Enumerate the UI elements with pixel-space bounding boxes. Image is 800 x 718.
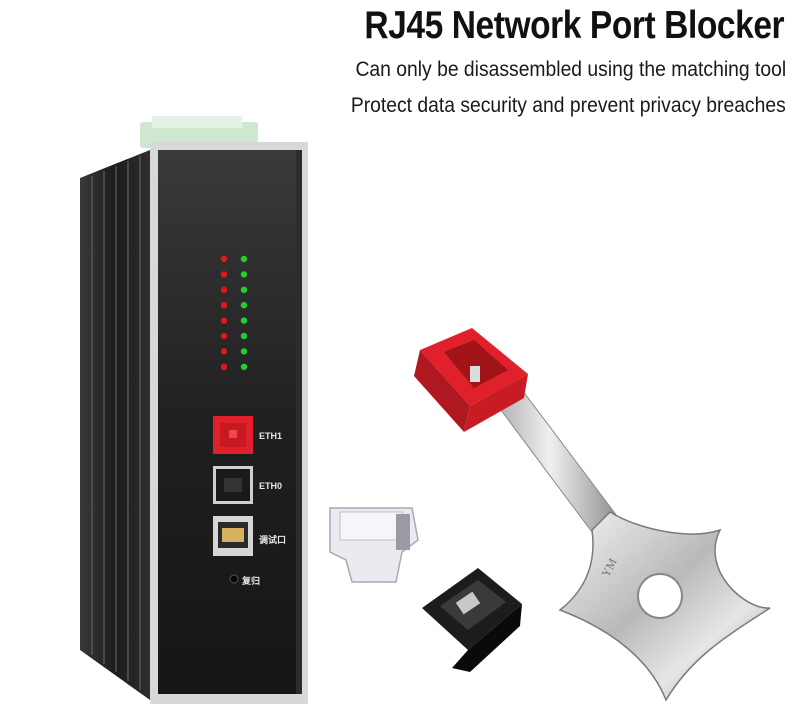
- reset-label: 复归: [242, 576, 261, 586]
- terminal-connector: [140, 116, 258, 148]
- eth1-port-red-blocker: [213, 416, 253, 454]
- debug-port-label: 调试口: [259, 535, 287, 545]
- debug-port-open: [213, 516, 253, 556]
- led-red: [220, 302, 228, 309]
- red-blocker-on-key: [414, 328, 528, 432]
- led-red: [220, 317, 228, 324]
- device-front-panel: [150, 142, 308, 704]
- led-green: [240, 302, 248, 309]
- led-green: [240, 348, 248, 355]
- led-green: [240, 271, 248, 278]
- led-green: [240, 286, 248, 293]
- feature-line-tool: Can only be disassembled using the match…: [355, 58, 786, 81]
- led-green: [240, 332, 248, 340]
- black-port-blocker: [422, 568, 522, 672]
- status-leds: [220, 255, 248, 370]
- eth0-label: ETH0: [259, 481, 283, 491]
- reset-button: [229, 574, 239, 584]
- led-red: [220, 363, 228, 370]
- removal-key-tool: YM: [479, 373, 771, 702]
- eth1-label: ETH1: [259, 431, 283, 441]
- led-red: [220, 271, 228, 278]
- eth0-port-black-blocker: [213, 466, 253, 504]
- led-red: [220, 348, 228, 355]
- product-title: RJ45 Network Port Blocker: [364, 4, 784, 47]
- led-red: [220, 286, 228, 293]
- clear-port-blocker: [329, 507, 419, 583]
- led-green: [240, 363, 248, 370]
- led-green: [240, 255, 248, 263]
- feature-line-security: Protect data security and prevent privac…: [351, 94, 786, 117]
- led-green: [240, 317, 248, 324]
- led-red: [220, 255, 228, 263]
- led-red: [220, 332, 228, 340]
- device-heatsink-side: [80, 150, 150, 700]
